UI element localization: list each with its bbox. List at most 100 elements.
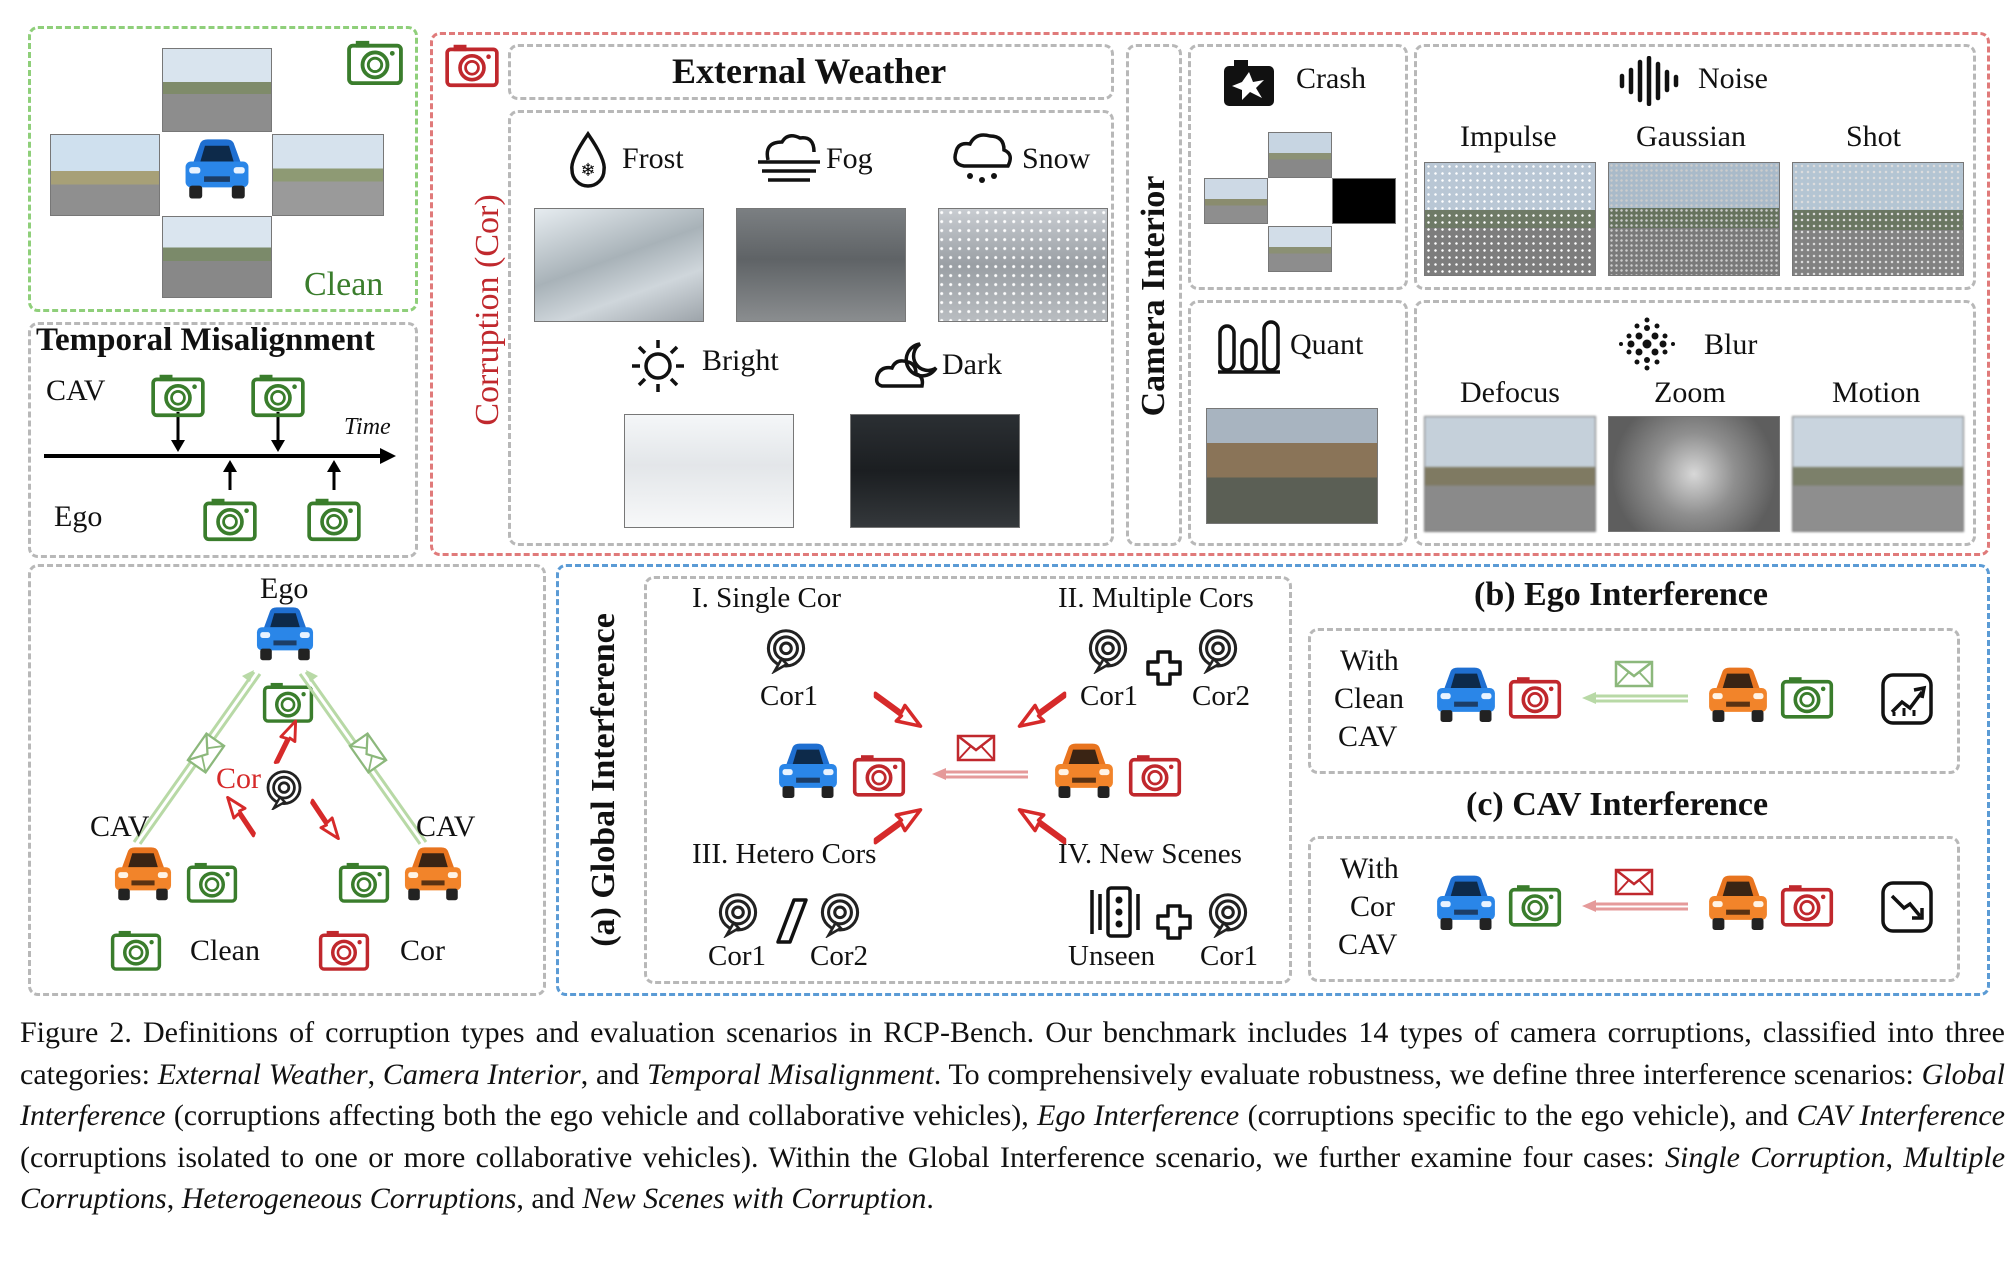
ego-clean-label: Clean <box>1334 682 1404 715</box>
cav-cav-label: CAV <box>1338 928 1398 961</box>
clean-front-view <box>162 48 272 132</box>
noise-box <box>1414 44 1976 290</box>
global-cav-car <box>1050 740 1118 800</box>
bright-image <box>624 414 794 528</box>
snow-label: Snow <box>1022 142 1091 175</box>
clean-panel <box>28 26 418 312</box>
temporal-panel <box>28 322 418 558</box>
noise-label: Noise <box>1698 62 1768 95</box>
hetero-antenna2-icon <box>818 892 862 938</box>
arrow-bottomleft <box>872 806 924 850</box>
crash-box <box>1188 44 1408 290</box>
cav-interference-box <box>1308 836 1960 982</box>
quant-image <box>1206 408 1378 524</box>
quant-label: Quant <box>1290 328 1364 361</box>
cav-camera-icon <box>250 372 306 418</box>
global-cav-camera-icon <box>1128 752 1182 798</box>
corruption-vertical-label: Corruption (Cor) <box>469 194 506 426</box>
network-ego-label: Ego <box>260 572 309 605</box>
bright-icon <box>632 340 684 392</box>
noise-icon <box>1619 56 1679 106</box>
gaussian-label: Gaussian <box>1636 120 1746 153</box>
dark-image <box>850 414 1020 528</box>
cav-interference-title: (c) CAV Interference <box>1466 786 1769 823</box>
network-cav-right-label: CAV <box>416 810 476 843</box>
crash-back-image <box>1268 226 1332 272</box>
ego-camera-icon <box>202 496 258 542</box>
camera-interior-title: Camera Interior <box>1135 175 1172 417</box>
ego-int-cav-camera-icon <box>1780 674 1834 720</box>
legend-clean-label: Clean <box>190 934 260 967</box>
snow-image <box>938 208 1108 322</box>
ego-int-cav-car <box>1704 664 1772 724</box>
clean-label: Clean <box>304 266 384 303</box>
defocus-image <box>1424 416 1596 532</box>
frost-image <box>534 208 704 322</box>
global-interference-title: (a) Global Interference <box>585 613 622 947</box>
ego-car-icon <box>180 134 254 202</box>
ego-camera-icon <box>306 496 362 542</box>
shot-image <box>1792 162 1964 276</box>
figure-caption: Figure 2. Definitions of corruption type… <box>20 1016 2006 1215</box>
blur-icon <box>1619 317 1675 371</box>
zoom-label: Zoom <box>1654 376 1726 409</box>
ego-cav-label: CAV <box>1338 720 1398 753</box>
fog-image <box>736 208 906 322</box>
network-cav-left-car <box>110 844 176 902</box>
new-scenes-title: IV. New Scenes <box>1058 838 1242 870</box>
network-panel <box>28 564 546 996</box>
dark-icon <box>874 342 938 388</box>
zoom-image <box>1608 416 1780 532</box>
legend-cor-label: Cor <box>400 934 445 967</box>
network-cav-left-label: CAV <box>90 810 150 843</box>
multiple-cor2-label: Cor2 <box>1192 680 1250 712</box>
crash-left-image <box>1204 178 1268 224</box>
camera-interior-title-box <box>1126 44 1182 546</box>
interference-panel <box>556 564 1990 996</box>
network-antenna-icon <box>264 770 304 810</box>
time-label: Time <box>344 414 391 440</box>
ego-interference-title: (b) Ego Interference <box>1474 576 1768 613</box>
network-red-arrow-up <box>262 717 305 767</box>
cav-int-ego-car <box>1432 872 1500 932</box>
legend-clean-camera-icon <box>110 928 162 972</box>
multiple-cor1-label: Cor1 <box>1080 680 1138 712</box>
arrow-bottomright <box>1016 806 1068 850</box>
fog-label: Fog <box>826 142 873 175</box>
single-antenna-icon <box>764 628 808 674</box>
ego-int-ego-car <box>1432 664 1500 724</box>
quant-box <box>1188 300 1408 546</box>
global-link-arrow <box>932 768 1028 780</box>
defocus-label: Defocus <box>1460 376 1560 409</box>
clean-camera-icon <box>346 38 404 86</box>
blur-box <box>1414 300 1976 546</box>
timeline-arrow <box>44 412 396 490</box>
quant-icon <box>1218 320 1280 374</box>
arrow-topleft <box>872 686 924 730</box>
ego-int-link-arrow <box>1582 692 1688 704</box>
blur-label: Blur <box>1704 328 1758 361</box>
snow-icon <box>953 133 1012 183</box>
corruption-camera-icon <box>444 42 500 88</box>
external-weather-title-box <box>508 44 1114 100</box>
network-cav-right-car <box>400 844 466 902</box>
cav-camera-icon <box>150 372 206 418</box>
ego-with-label: With <box>1340 644 1399 677</box>
crash-black-image <box>1332 178 1396 224</box>
impulse-image <box>1424 162 1596 276</box>
global-ego-camera-icon <box>852 752 906 798</box>
trend-down-icon <box>1881 881 1933 933</box>
corruption-panel <box>430 32 1990 556</box>
hetero-cor2-label: Cor2 <box>810 940 868 972</box>
new-scenes-antenna-icon <box>1206 892 1250 938</box>
clean-back-view <box>162 216 272 298</box>
global-interference-box <box>644 576 1292 984</box>
external-weather-box <box>508 110 1114 546</box>
plus-icon <box>1146 650 1182 686</box>
hetero-cors-title: III. Hetero Cors <box>692 838 877 870</box>
unseen-scene-icon <box>1090 886 1140 938</box>
external-weather-title: External Weather <box>672 51 947 91</box>
crash-label: Crash <box>1296 62 1366 95</box>
hetero-cor1-label: Cor1 <box>708 940 766 972</box>
crash-front-image <box>1268 132 1332 178</box>
